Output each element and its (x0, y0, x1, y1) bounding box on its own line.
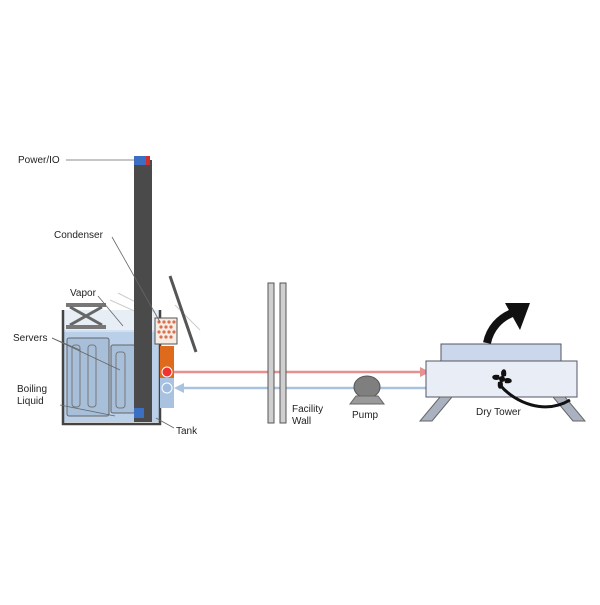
piping (174, 367, 430, 393)
leader-condenser (111, 236, 161, 323)
exhaust-arrow-icon (483, 309, 514, 344)
label-vapor: Vapor (70, 288, 96, 299)
label-servers: Servers (13, 333, 48, 344)
leader-servers-2 (51, 337, 81, 351)
condenser (154, 275, 198, 408)
dry-tower-top (440, 343, 562, 363)
facility-wall (267, 282, 287, 424)
condenser-fin (168, 275, 198, 353)
tank-lid-lower (66, 325, 106, 329)
dry-tower-leg (418, 396, 454, 422)
server-card (87, 344, 97, 408)
power-io-duct (134, 156, 152, 422)
exhaust-arrowhead (505, 303, 530, 330)
facility-wall-panel (267, 282, 275, 424)
leader-lines (51, 159, 175, 429)
hot-outlet-port (161, 366, 173, 378)
server-card (115, 351, 126, 409)
circulation-arc (498, 384, 571, 409)
label-facility: Facility (292, 404, 324, 415)
leader-vapor (97, 295, 124, 327)
server-card (71, 344, 81, 408)
cold-line-arrowhead (174, 383, 184, 393)
label-wall: Wall (292, 416, 312, 427)
leader-servers-1 (51, 337, 121, 371)
hot-line-arrowhead (420, 367, 430, 377)
dry-tower (418, 303, 587, 422)
leader-tank (155, 417, 175, 429)
label-dry-tower: Dry Tower (476, 407, 521, 418)
servers (66, 337, 136, 417)
cold-inlet-port (161, 382, 173, 394)
tank (61, 292, 201, 426)
label-liquid: Liquid (17, 396, 44, 407)
duct-column (134, 160, 152, 422)
power-io-red-connector (146, 156, 150, 165)
power-io-blue-connector (134, 156, 146, 165)
lid-hinge (69, 305, 103, 327)
label-pump: Pump (352, 410, 379, 421)
duct-base-connector (134, 408, 144, 418)
label-boiling: Boiling (17, 384, 48, 395)
server-unit (110, 344, 136, 414)
leader-boiling-liquid (59, 404, 116, 417)
tank-lid (66, 303, 106, 307)
label-tank: Tank (176, 426, 198, 437)
facility-wall-panel (279, 282, 287, 424)
pump-icon (349, 375, 385, 405)
label-power-io: Power/IO (18, 155, 60, 166)
label-condenser: Condenser (54, 230, 103, 241)
